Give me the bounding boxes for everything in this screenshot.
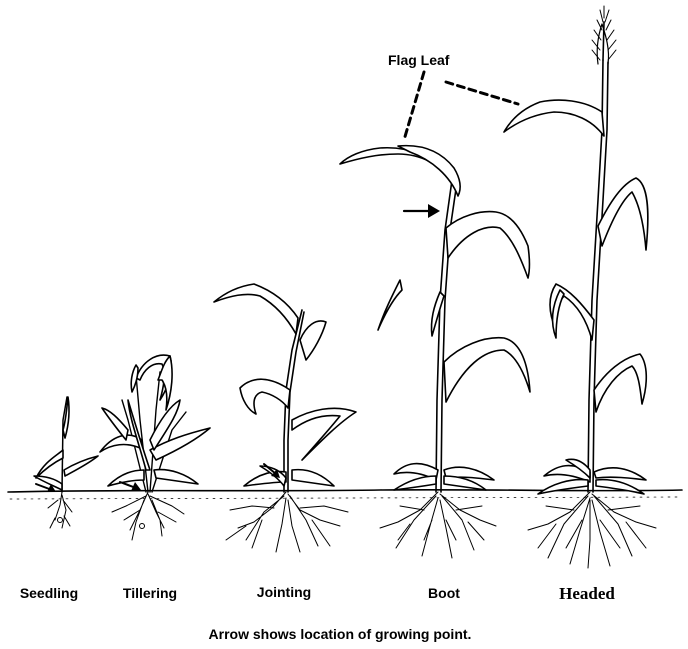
stage-label-seedling: Seedling — [20, 585, 78, 601]
jointing-plant — [214, 284, 356, 552]
boot-plant — [340, 146, 530, 558]
soil-surface-line — [8, 490, 682, 499]
wheat-head — [592, 6, 616, 64]
stage-label-jointing: Jointing — [257, 584, 311, 600]
seedling-plant — [34, 397, 98, 528]
tillering-growing-point-arrow — [120, 482, 141, 491]
boot-growing-point-arrow — [404, 204, 440, 218]
headed-plant — [504, 60, 656, 568]
stage-label-headed: Headed — [559, 584, 615, 603]
stage-label-tillering: Tillering — [123, 585, 177, 601]
flag-leaf-callout: Flag Leaf — [388, 52, 518, 140]
tillering-plant — [100, 355, 210, 540]
stage-label-boot: Boot — [428, 585, 460, 601]
caption: Arrow shows location of growing point. — [209, 626, 472, 642]
flag-leaf-label: Flag Leaf — [388, 52, 450, 68]
